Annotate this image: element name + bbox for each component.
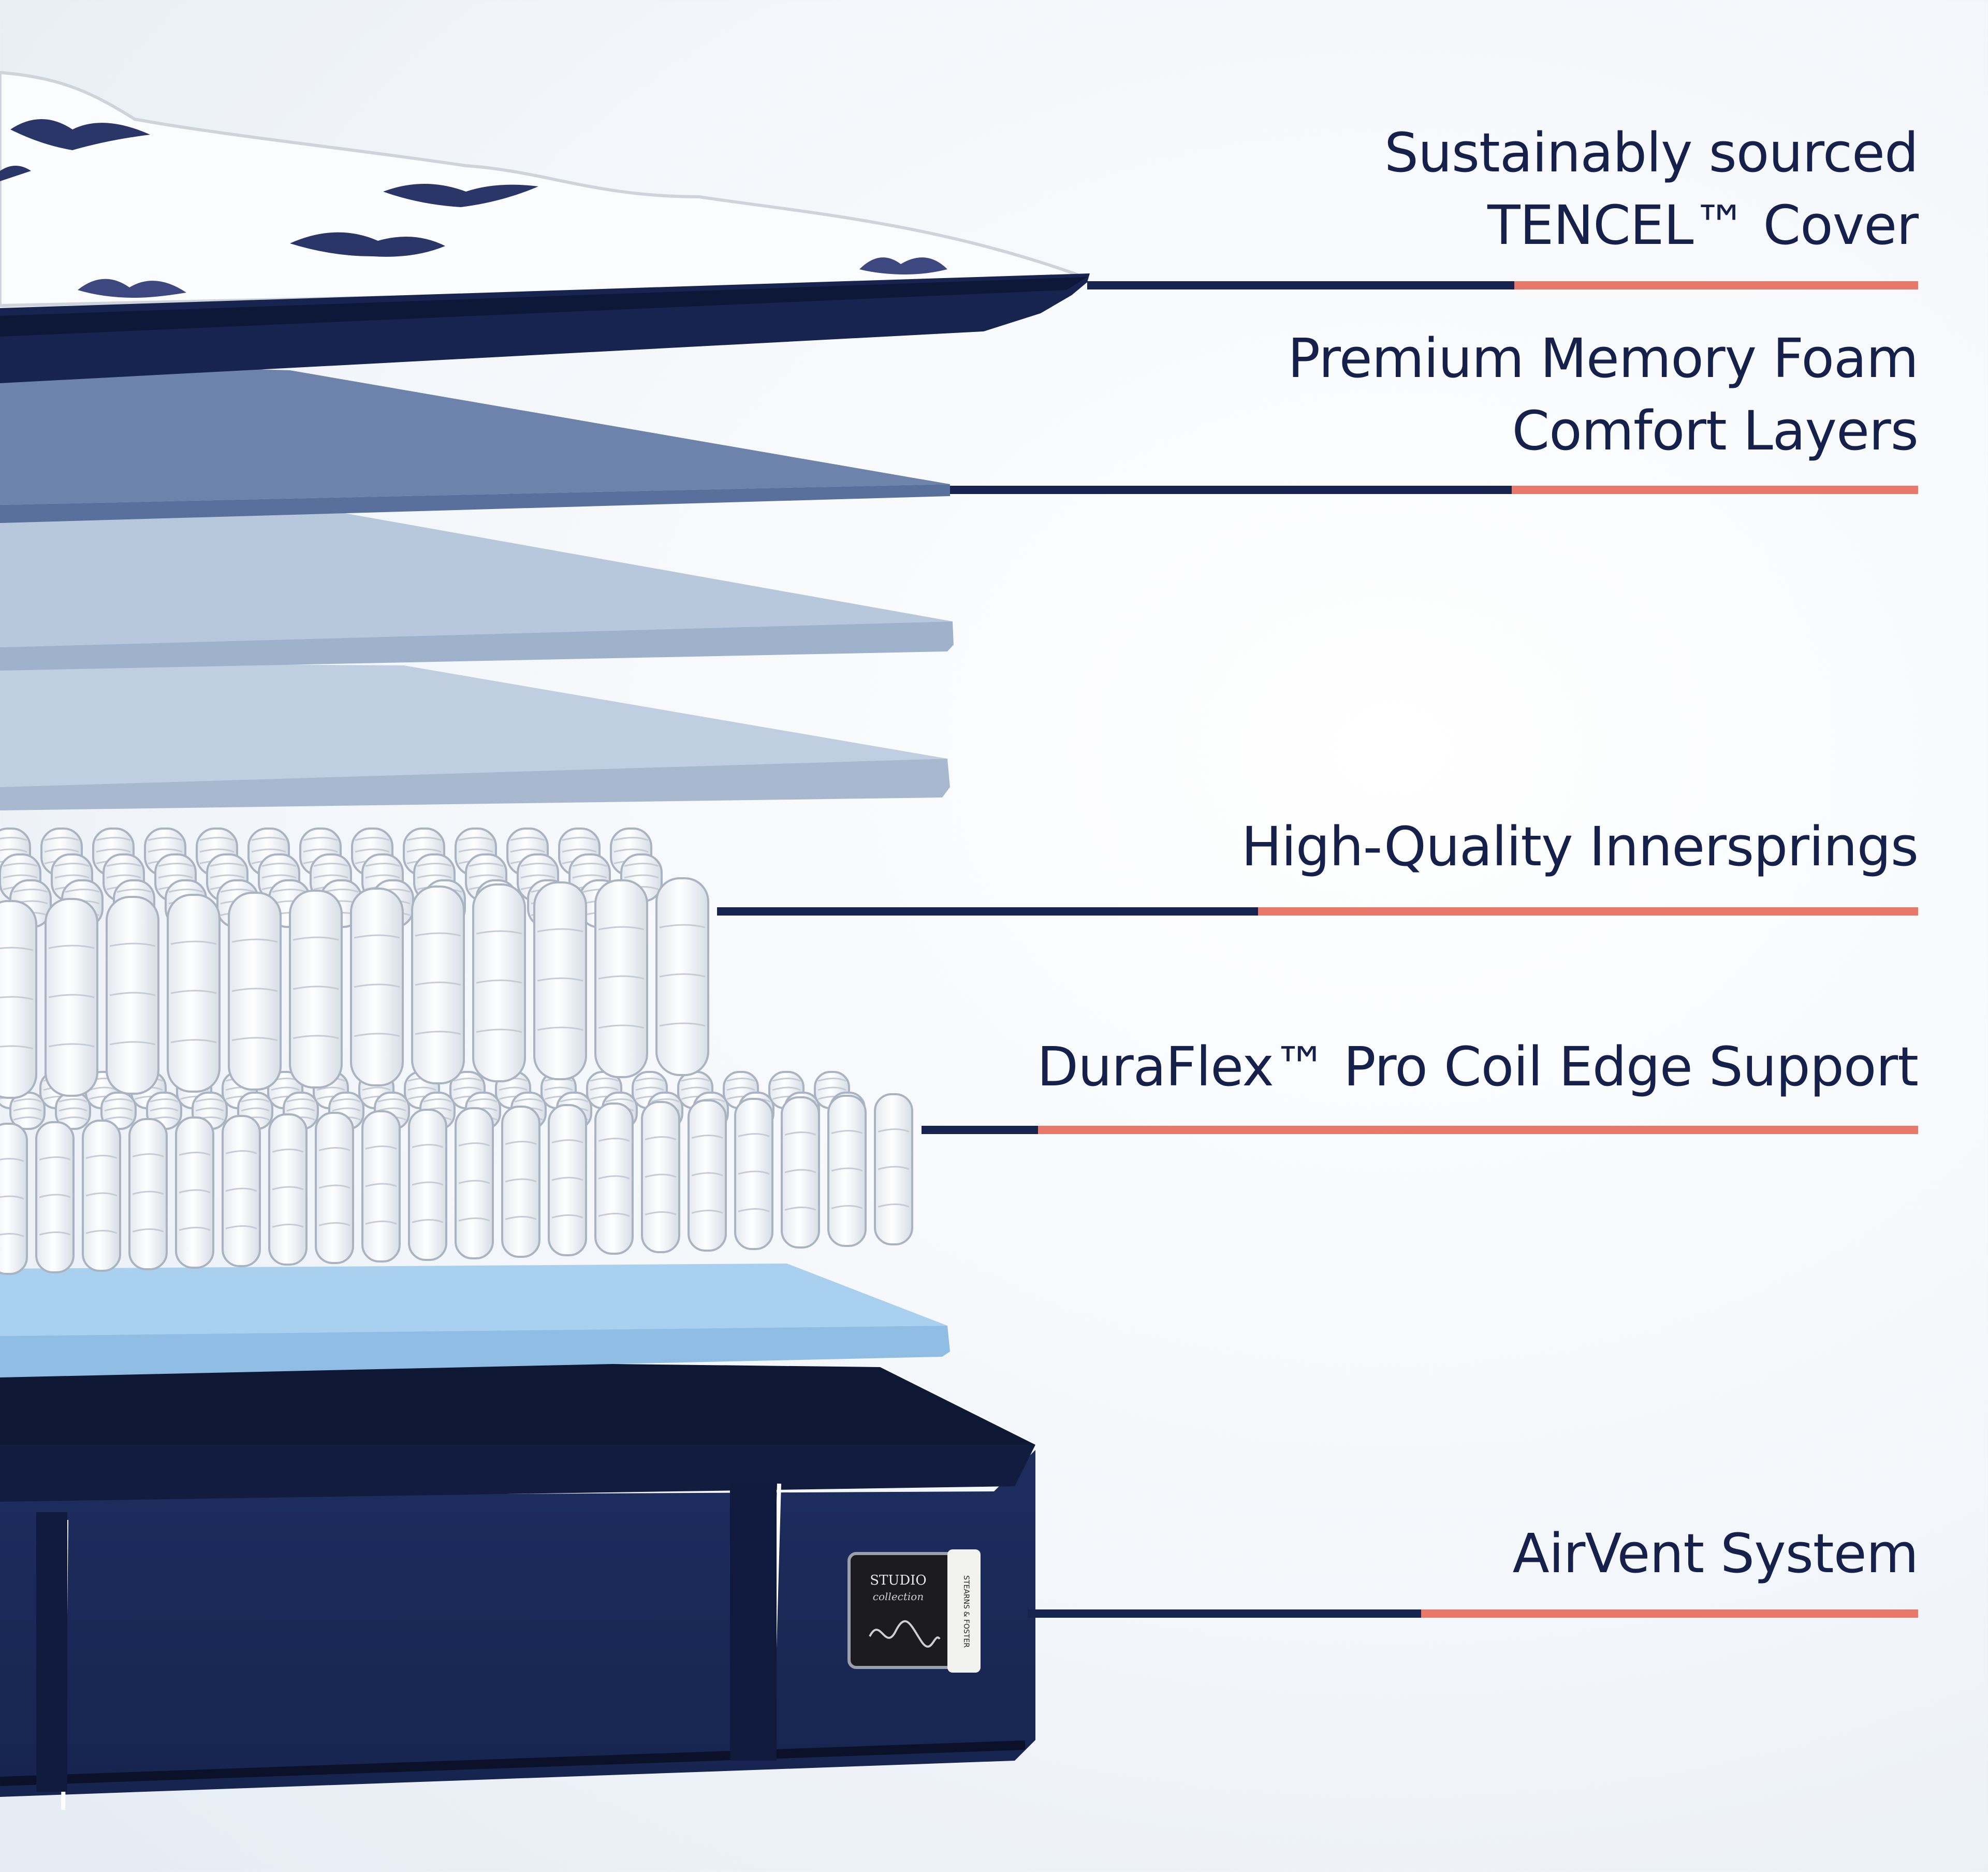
callout-cover-label: Sustainably sourced TENCEL™ Cover (1384, 121, 1919, 257)
cover-motif-3 (290, 232, 445, 257)
edge-coil (175, 1116, 214, 1269)
cover-motif-4 (78, 279, 186, 298)
cover-motif-5 (859, 257, 947, 274)
spring-coil (167, 894, 221, 1093)
callout-innersprings-label: High-Quality Innersprings (1241, 815, 1919, 878)
spring-coil (472, 883, 526, 1082)
edge-support-coils (0, 1071, 913, 1275)
brand-tag-signature (869, 1620, 941, 1648)
edge-coil (455, 1107, 494, 1259)
comfort-foam-layer-1 (0, 513, 954, 671)
edge-coil (82, 1120, 121, 1272)
edge-coil (35, 1121, 75, 1273)
base-box-handle-strap-right (730, 1484, 777, 1761)
edge-coil (781, 1096, 820, 1249)
comfort-foam-layer-2 (0, 663, 950, 810)
edge-coil (501, 1106, 540, 1258)
base-box-top (0, 1357, 1035, 1445)
edge-coil (268, 1113, 308, 1266)
cover-motif-6 (0, 166, 31, 181)
memory-foam-layer (0, 362, 950, 523)
spring-coil (289, 890, 343, 1089)
cover-motif-1 (10, 119, 150, 150)
memory-foam-top (0, 362, 950, 505)
edge-coil (827, 1095, 867, 1247)
base-foam-top (0, 1264, 947, 1336)
brand-tag-side (947, 1549, 981, 1673)
spring-coil (228, 892, 282, 1091)
base-box-handle-strap-left (36, 1512, 67, 1792)
cover-motif-2 (383, 184, 538, 207)
base-foam-edge (0, 1326, 950, 1377)
callout-leaders (717, 281, 1918, 1618)
callout-memory-foam-label: Premium Memory Foam Comfort Layers (1288, 327, 1919, 462)
spring-coil (45, 898, 98, 1097)
edge-coil (0, 1123, 28, 1275)
edge-coil (874, 1093, 913, 1245)
memory-foam-edge (0, 484, 950, 523)
brand-tag-logo: STUDIO (870, 1573, 927, 1588)
edge-coil (734, 1098, 773, 1250)
edge-coil (128, 1118, 168, 1270)
spring-coil (411, 886, 465, 1084)
comfort-foam-1-edge (0, 621, 954, 671)
brand-tag-logo-sub: collection (873, 1590, 924, 1603)
cover-quilt (0, 70, 1078, 308)
spring-coil (594, 879, 648, 1078)
spring-coil (350, 888, 404, 1086)
comfort-foam-2-top (0, 663, 947, 787)
spring-coil (106, 896, 159, 1095)
comfort-foam-1-top (0, 513, 953, 647)
base-box-seam (0, 1740, 1026, 1786)
edge-coil (641, 1101, 680, 1253)
cover-border-shade (0, 277, 1087, 337)
edge-coil (594, 1102, 634, 1255)
base-foam-layer (0, 1264, 950, 1377)
spring-coil (0, 900, 37, 1099)
base-box (0, 1357, 1035, 1810)
edge-coil (361, 1110, 401, 1262)
innerspring-coils (0, 828, 709, 1099)
callout-airvent-label: AirVent System (1512, 1522, 1919, 1585)
edge-coil (222, 1115, 261, 1267)
spring-coil (655, 877, 709, 1076)
brand-tag: STUDIO collection STEARNS & FOSTER (847, 1549, 981, 1673)
edge-coil (688, 1099, 727, 1252)
callout-edge-support-label: DuraFlex™ Pro Coil Edge Support (1036, 1035, 1919, 1098)
brand-tag-side-text: STEARNS & FOSTER (962, 1575, 970, 1648)
edge-coil (408, 1109, 447, 1261)
spring-coil (533, 881, 587, 1080)
tencel-cover (0, 70, 1090, 383)
edge-coil (315, 1112, 354, 1264)
comfort-foam-2-edge (0, 759, 950, 810)
edge-coil (548, 1104, 587, 1256)
